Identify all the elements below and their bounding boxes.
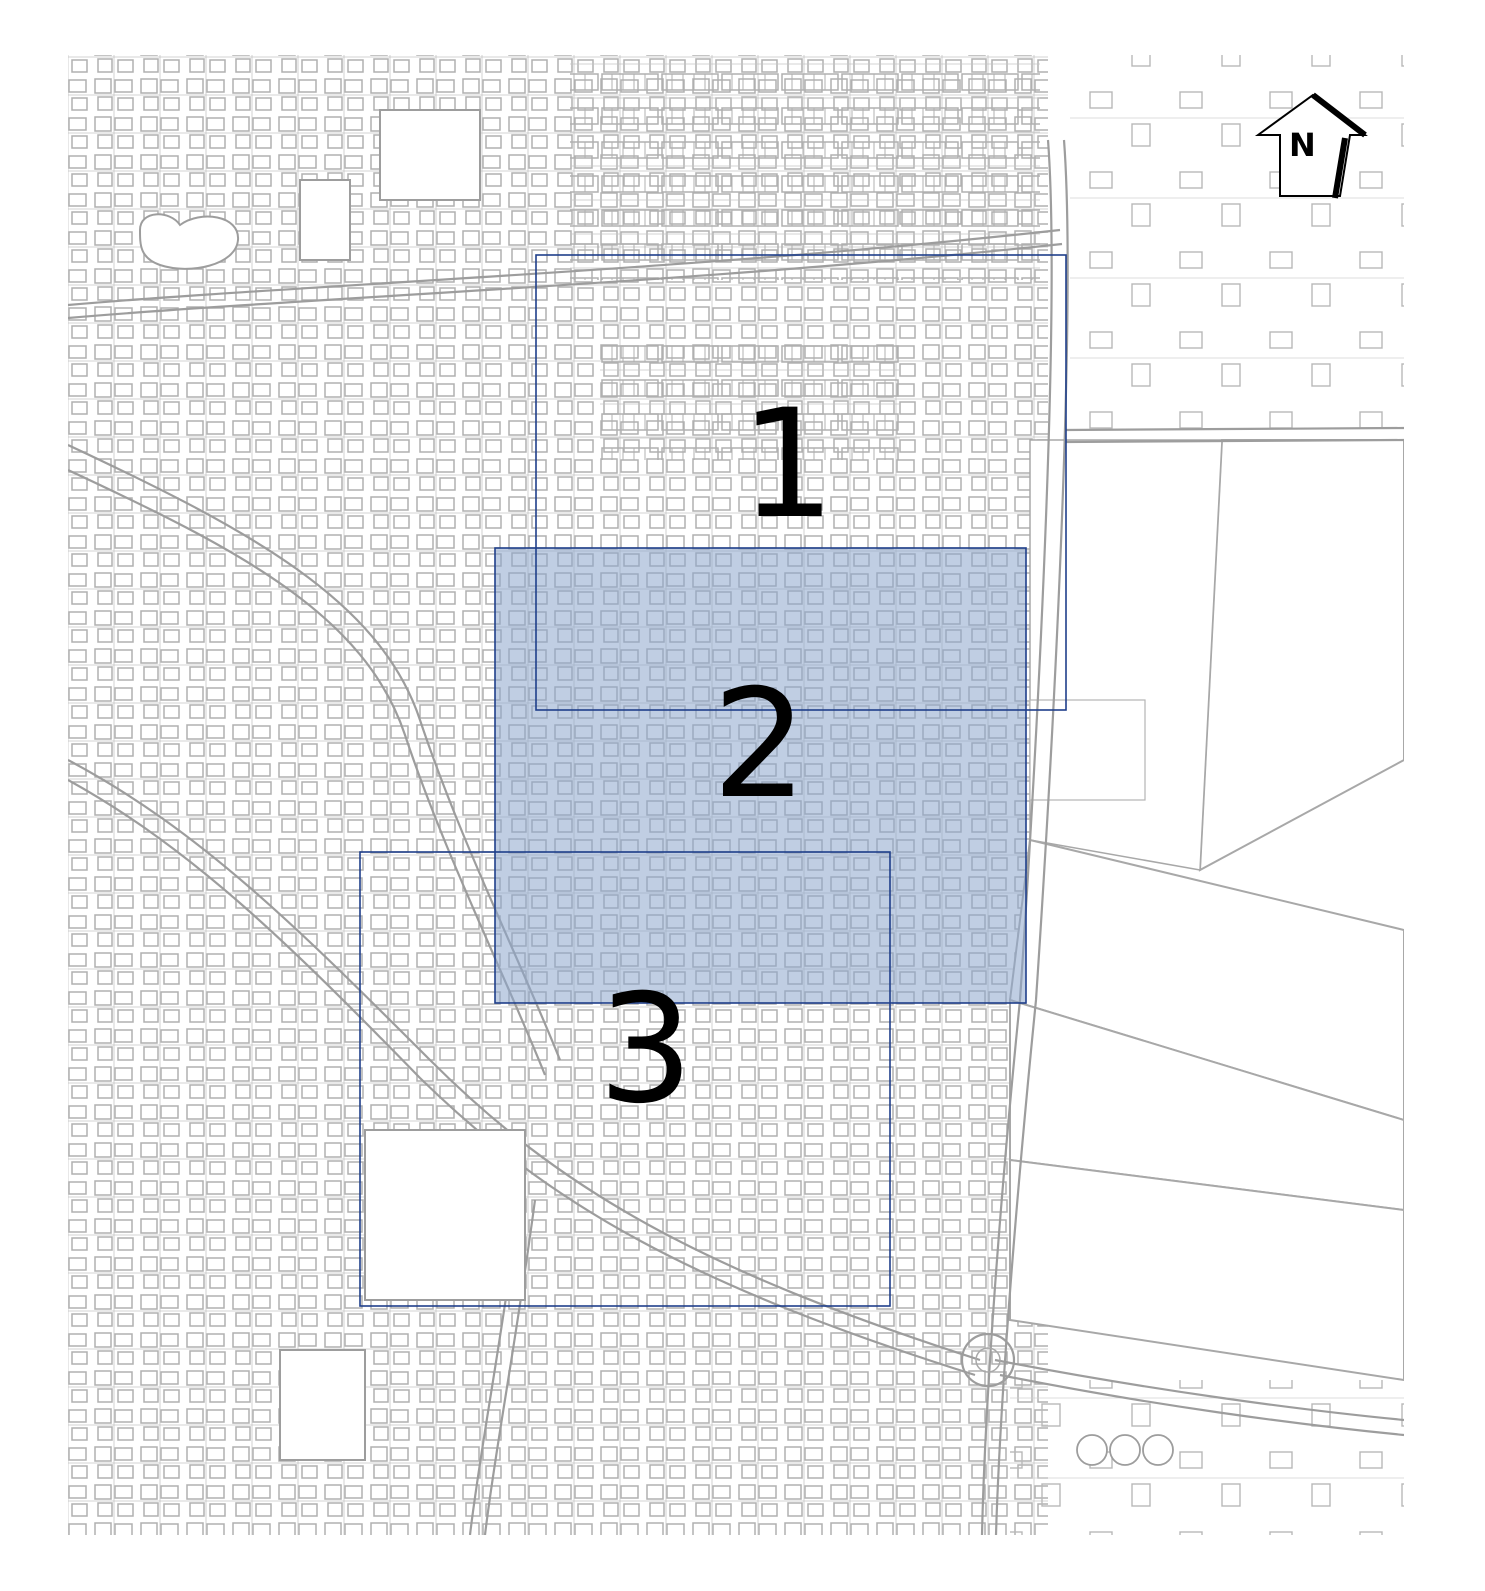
zone-1-boundary xyxy=(535,254,1067,711)
zone-1-label: 1 xyxy=(740,378,836,552)
zone-2-label: 2 xyxy=(712,658,808,832)
zone-2-highlight xyxy=(494,547,1027,1004)
zone-3-boundary xyxy=(359,851,891,1307)
zone-3-label: 3 xyxy=(598,963,694,1137)
north-arrow-letter: N xyxy=(1289,126,1316,164)
north-arrow-icon xyxy=(1254,92,1368,199)
